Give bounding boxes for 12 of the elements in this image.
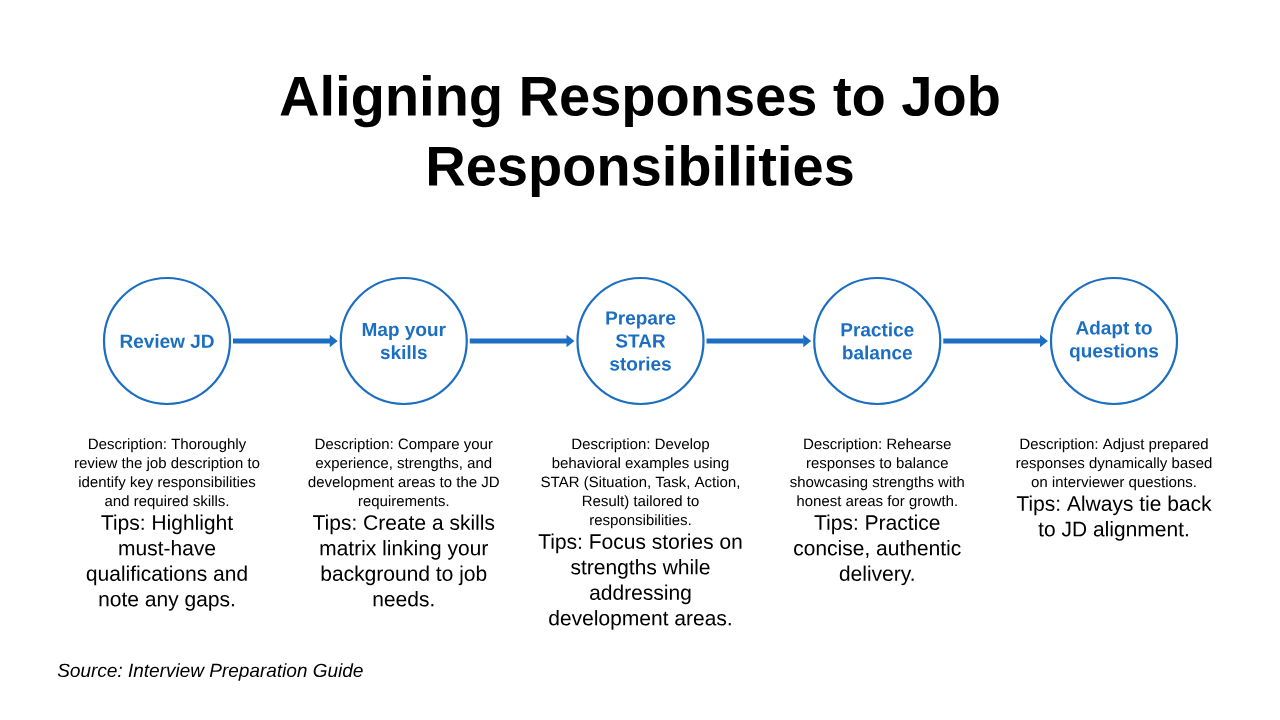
description-text: Description: Compare your experience, strengths, and development areas to the JD requirements. [308, 438, 499, 510]
tips-text: Tips: Always tie back to JD alignment. [1016, 495, 1212, 541]
description-text: Description: Adjust prepared responses dynamically based on interviewer questions. [1016, 438, 1212, 491]
tips-text: Tips: Focus stories on strengths while addressing development areas. [538, 533, 742, 630]
tips-text: Tips: Create a skills matrix linking your background to job needs. [313, 514, 495, 607]
title: Aligning Responses to Job Responsibilities [280, 74, 999, 198]
description-text: Description: Develop behavioral examples using STAR (Situation, Task, Action, Result) tailored to responsibilities. [541, 438, 740, 529]
description-text: Description: Thoroughly review the job description to identify key responsibilities and required skills. [75, 438, 260, 510]
tips-text: Tips: Practice concise, authentic delivery. [794, 514, 961, 586]
source-note: Source: Interview Preparation Guide [57, 663, 363, 681]
tips-text: Tips: Highlight must-have qualifications and note any gaps. [86, 514, 247, 611]
description-text: Description: Rehearse responses to balance showcasing strengths with honest areas for growth. [790, 438, 964, 510]
